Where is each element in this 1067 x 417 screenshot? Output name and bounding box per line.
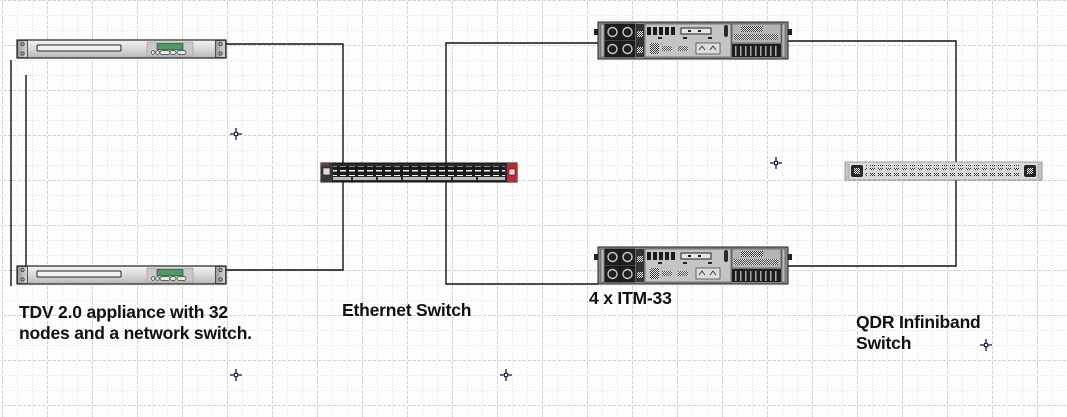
crosshair-marker [769, 156, 783, 170]
crosshair-marker [229, 127, 243, 141]
link-appliance1-to-ethernet [226, 43, 344, 271]
link-itm-to-qdr [788, 40, 957, 267]
crosshair-marker [979, 338, 993, 352]
tdv-appliance-label: TDV 2.0 appliance with 32 nodes and a ne… [19, 302, 252, 343]
itm-server-bottom[interactable] [593, 246, 793, 285]
ethernet-switch-label: Ethernet Switch [342, 300, 472, 320]
tdv-appliance-bottom[interactable] [16, 265, 227, 285]
crosshair-marker [229, 368, 243, 382]
tdv-appliance-top[interactable] [16, 39, 227, 59]
ethernet-switch-device[interactable] [320, 162, 518, 183]
qdr-switch-label: QDR Infiniband Switch [856, 312, 981, 353]
itm-servers-label: 4 x ITM-33 [589, 288, 672, 308]
crosshair-marker [499, 368, 513, 382]
qdr-infiniband-switch-device[interactable] [844, 161, 1043, 181]
itm-server-top[interactable] [593, 21, 793, 60]
